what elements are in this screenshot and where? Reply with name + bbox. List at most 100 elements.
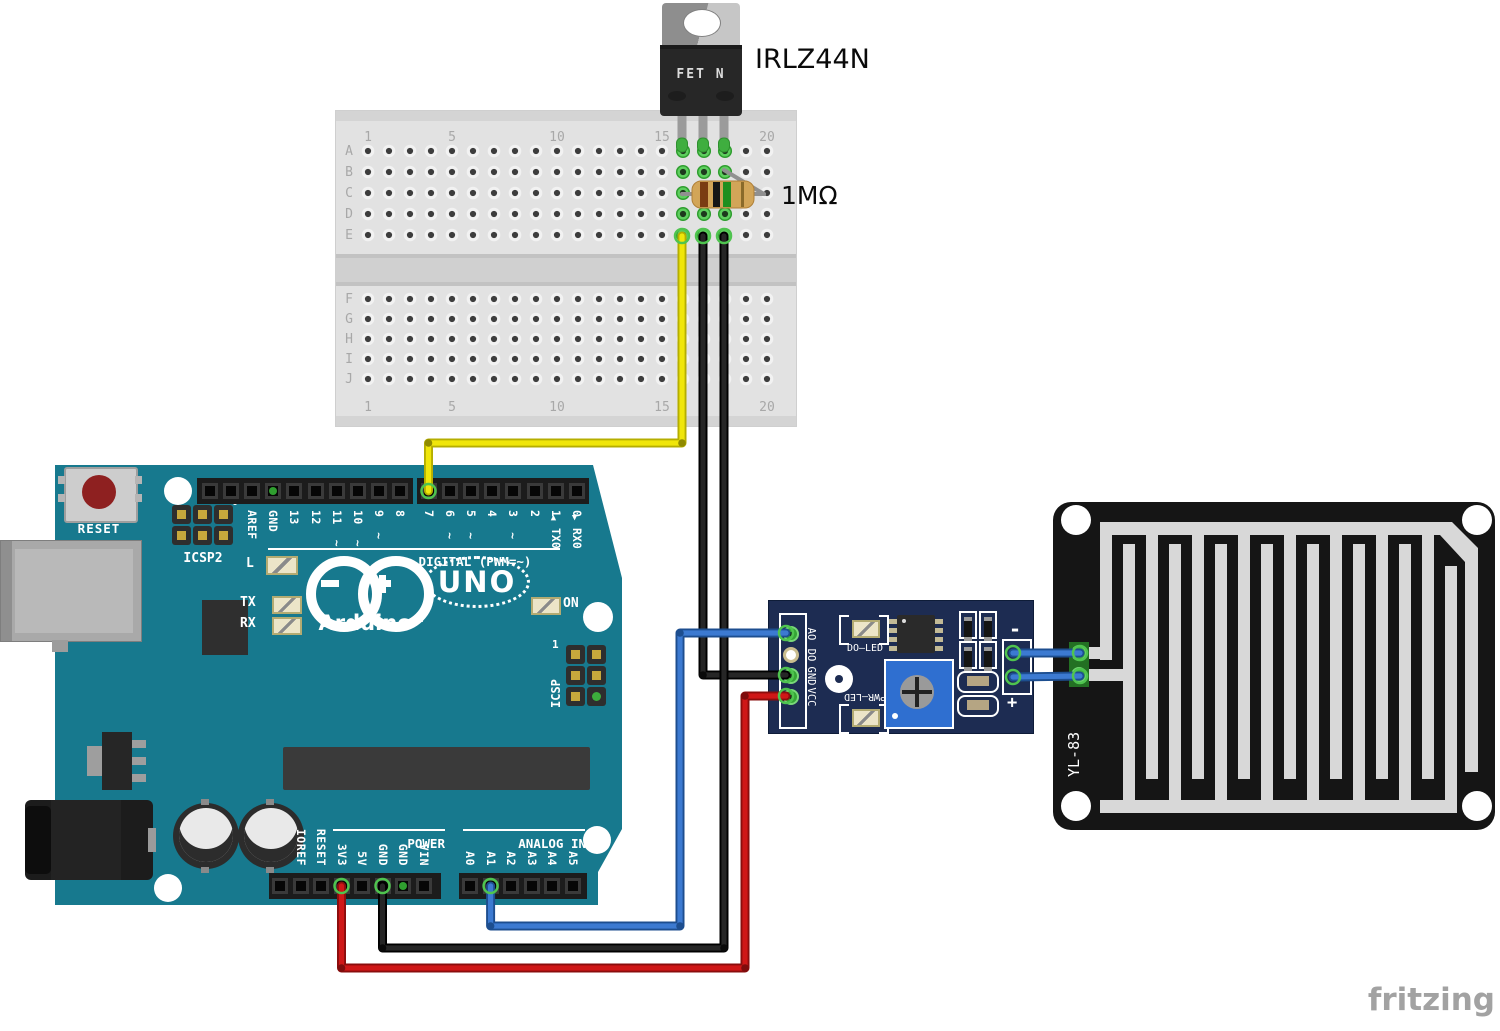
icsp2-pin[interactable] — [214, 526, 233, 545]
icsp-pin[interactable] — [587, 666, 606, 685]
icsp2-pin[interactable] — [172, 526, 191, 545]
icsp-pin[interactable] — [566, 666, 585, 685]
digital-header-right-pin-3[interactable] — [505, 483, 522, 499]
power-header-pin-5V[interactable] — [354, 878, 370, 894]
svg-text:A: A — [345, 144, 353, 159]
svg-text:20: 20 — [759, 130, 775, 145]
led-on-label: ON — [563, 596, 579, 611]
digital-header-right-pin-4[interactable] — [484, 483, 501, 499]
digital-caption-line — [268, 548, 560, 550]
resistor-label[interactable]: 1MΩ — [781, 181, 838, 210]
digital-header-left-pin-9[interactable] — [371, 483, 388, 499]
connection-highlights — [333, 227, 1089, 895]
svg-text:H: H — [345, 332, 353, 347]
digital-header-right-pin-2[interactable] — [526, 483, 543, 499]
digital-header-left-pin-AREF[interactable] — [243, 483, 260, 499]
icsp2-pin[interactable] — [214, 505, 233, 524]
mosfet-label[interactable]: IRLZ44N — [755, 44, 870, 75]
power-jack — [25, 800, 156, 880]
analog-header-pin-A0[interactable] — [462, 878, 478, 894]
digital-header-left-pin-0[interactable] — [201, 483, 218, 499]
svg-text:C: C — [345, 186, 353, 201]
potentiometer-screw[interactable] — [900, 675, 934, 709]
reset-button-tab — [58, 476, 65, 484]
ic-pin — [935, 646, 943, 651]
icsp2-pin[interactable] — [193, 526, 212, 545]
wire-black-module-gnd[interactable] — [698, 231, 791, 680]
mount-hole — [583, 826, 611, 854]
wire-yellow-d7-gate[interactable] — [424, 231, 687, 496]
rain-sensor-plate[interactable]: YL-83 — [1053, 502, 1495, 830]
analog-header-pin-A4[interactable] — [544, 878, 561, 894]
svg-text:I: I — [345, 352, 353, 367]
ic-pin — [889, 619, 897, 624]
digital-header-right-pin-0[interactable] — [568, 483, 585, 499]
icsp-pin[interactable] — [566, 687, 585, 706]
connected-pin-dot — [269, 487, 278, 495]
capacitor — [238, 799, 304, 873]
resistor-1M — [680, 168, 766, 209]
arduino-brand-tm: TM — [411, 616, 424, 624]
icsp-pin[interactable] — [566, 645, 585, 664]
smd-footprint — [959, 641, 977, 671]
icsp-pin[interactable] — [587, 687, 606, 706]
power-header-pin-0[interactable] — [272, 878, 288, 894]
mosfet-legs — [676, 108, 730, 153]
module-right-header[interactable] — [1002, 639, 1032, 695]
digital-header-left-pin-8[interactable] — [392, 483, 409, 499]
digital-header-left-pin-11[interactable] — [328, 483, 345, 499]
svg-text:E: E — [345, 228, 353, 243]
breadboard-holes — [361, 143, 774, 386]
digital-header-right-pin-6[interactable] — [441, 483, 458, 499]
digital-header-left-pin-10[interactable] — [349, 483, 366, 499]
module-minus-label: - — [1009, 617, 1022, 641]
svg-text:20: 20 — [759, 400, 775, 415]
digital-header-left-pin-1[interactable] — [222, 483, 239, 499]
power-header-pin-IOREF[interactable] — [292, 878, 309, 894]
digital-header-right-pin-5[interactable] — [462, 483, 479, 499]
analog-header-pin-A5[interactable] — [565, 878, 581, 894]
mosfet-tab[interactable] — [662, 3, 740, 45]
analog-header-pin-A3[interactable] — [523, 878, 540, 894]
digital-header-left-pin-13[interactable] — [286, 483, 303, 499]
serial-arrow-icon: ▲ — [550, 513, 557, 523]
usb-interface-chip — [202, 600, 248, 655]
icsp-pin[interactable] — [587, 645, 606, 664]
power-caption: POWER — [407, 836, 445, 851]
arduino-brand-name: Arduino — [318, 611, 412, 635]
wire-black-arduino-gnd[interactable] — [378, 231, 729, 953]
digital-caption: DIGITAL (PWM=~) — [418, 554, 532, 569]
icsp2-pin[interactable] — [193, 505, 212, 524]
svg-text:G: G — [345, 312, 353, 327]
usb-connector — [0, 540, 142, 642]
wire-blue-plate-2[interactable] — [1008, 671, 1085, 682]
svg-text:B: B — [345, 165, 353, 180]
svg-text:1: 1 — [364, 130, 372, 145]
atmega-chip — [283, 747, 590, 790]
svg-text:15: 15 — [654, 130, 670, 145]
svg-text:F: F — [345, 292, 353, 307]
svg-text:10: 10 — [549, 400, 565, 415]
mosfet-marking: FET N — [676, 67, 726, 82]
uno-label: UNO — [437, 565, 517, 599]
sensing-comb — [1081, 522, 1478, 813]
icsp2-pin[interactable] — [172, 505, 191, 524]
digital-header-right-pin-1[interactable] — [547, 483, 564, 499]
potentiometer[interactable] — [884, 659, 954, 729]
smd-footprint — [959, 611, 977, 641]
digital-header-left-pin-12[interactable] — [307, 483, 324, 499]
uno-badge: UNO — [424, 556, 530, 608]
reset-button-cap[interactable] — [82, 475, 116, 509]
analog-header-pin-A2[interactable] — [503, 878, 520, 894]
mosfet-body[interactable]: FET N — [660, 45, 742, 116]
power-header-pin-RESET[interactable] — [313, 878, 329, 894]
led-rx-label: RX — [240, 616, 256, 631]
smd-footprint — [957, 695, 999, 717]
led-l-label: L — [246, 556, 254, 571]
power-header-pin-VIN[interactable] — [415, 878, 432, 894]
comparator-ic — [897, 615, 935, 653]
minus-icon — [321, 580, 339, 587]
module-pin-DO[interactable] — [783, 647, 799, 663]
